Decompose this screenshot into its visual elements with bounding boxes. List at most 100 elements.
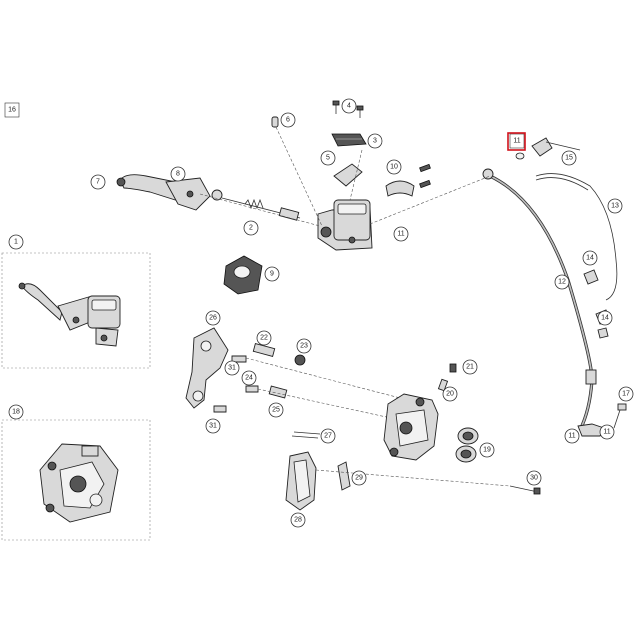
callout-number: 4 — [347, 103, 351, 110]
clamp-10 — [385, 163, 431, 197]
callout-marker — [597, 310, 613, 326]
callout-marker — [351, 470, 367, 486]
callout-20: 20 — [442, 386, 458, 402]
callout-number: 9 — [270, 271, 274, 278]
callout-marker — [264, 266, 280, 282]
callout-29: 29 — [351, 470, 367, 486]
callout-number: 29 — [355, 475, 363, 482]
callout-15: 15 — [561, 150, 577, 166]
callout-marker — [320, 150, 336, 166]
callout-14: 14 — [582, 250, 598, 266]
callout-8: 8 — [170, 166, 186, 182]
callout-number: 23 — [300, 343, 308, 350]
inset-caliper-assembly — [39, 443, 119, 523]
pushrod — [211, 189, 301, 221]
callout-marker — [205, 418, 221, 434]
caliper-body — [383, 393, 439, 461]
callout-marker — [4, 102, 20, 118]
callout-number: 8 — [176, 171, 180, 178]
hose-clips — [583, 269, 611, 339]
callout-11: 11 — [564, 428, 580, 444]
callout-number: 14 — [586, 255, 594, 262]
callout-number: 22 — [260, 335, 268, 342]
brake-pad — [285, 451, 317, 511]
banjo-fitting-top — [515, 137, 581, 160]
callout-marker — [442, 386, 458, 402]
reservoir-cap-parts — [331, 100, 367, 187]
callout-marker — [90, 174, 106, 190]
callout-marker — [367, 133, 383, 149]
callout-number: 17 — [622, 391, 630, 398]
callout-marker — [599, 424, 615, 440]
callout-3: 3 — [367, 133, 383, 149]
callout-12: 12 — [554, 274, 570, 290]
bracket-bolts-and-bushings — [213, 342, 401, 421]
caliper-bracket — [185, 327, 229, 409]
callout-marker — [341, 98, 357, 114]
callout-31: 31 — [224, 360, 240, 376]
callout-marker — [607, 198, 623, 214]
callout-marker — [256, 330, 272, 346]
callout-27: 27 — [320, 428, 336, 444]
callout-marker — [618, 386, 634, 402]
callout-11: 11 — [509, 133, 525, 149]
pad-shim — [337, 461, 351, 491]
callout-5: 5 — [320, 150, 336, 166]
callout-marker — [241, 370, 257, 386]
highlight-box — [507, 132, 526, 151]
callout-marker — [243, 220, 259, 236]
callout-number: 25 — [272, 407, 280, 414]
callout-22: 22 — [256, 330, 272, 346]
callout-14: 14 — [597, 310, 613, 326]
callout-28: 28 — [290, 512, 306, 528]
assembly-guide-lines — [199, 149, 491, 227]
callout-marker — [564, 428, 580, 444]
boot-9 — [223, 255, 263, 295]
callout-marker — [290, 512, 306, 528]
brake-hose — [482, 168, 605, 437]
callout-marker — [526, 470, 542, 486]
callout-marker — [280, 112, 296, 128]
callout-6: 6 — [280, 112, 296, 128]
callout-30: 30 — [526, 470, 542, 486]
callout-13: 13 — [607, 198, 623, 214]
callout-number: 31 — [228, 365, 236, 372]
callout-marker — [561, 150, 577, 166]
callout-number: 15 — [565, 155, 573, 162]
brake-lever — [116, 174, 211, 211]
callout-2: 2 — [243, 220, 259, 236]
spring-clip — [291, 431, 321, 439]
callout-31: 31 — [205, 418, 221, 434]
callout-number: 1 — [14, 239, 18, 246]
callout-number: 6 — [286, 117, 290, 124]
callout-10: 10 — [386, 159, 402, 175]
callout-number: 21 — [466, 364, 474, 371]
callout-marker — [554, 274, 570, 290]
callout-labels: 1611846357829101111151312141426222331312… — [4, 98, 634, 528]
callout-number: 19 — [483, 447, 491, 454]
pin-17 — [613, 403, 627, 429]
callout-9: 9 — [264, 266, 280, 282]
callout-marker — [170, 166, 186, 182]
callout-17: 17 — [618, 386, 634, 402]
callout-marker — [479, 442, 495, 458]
callout-marker — [224, 360, 240, 376]
callout-1: 1 — [8, 234, 24, 250]
callout-number: 24 — [245, 375, 253, 382]
callout-number: 26 — [209, 315, 217, 322]
callout-25: 25 — [268, 402, 284, 418]
callout-number: 5 — [326, 155, 330, 162]
callout-19: 19 — [479, 442, 495, 458]
callout-number: 18 — [12, 409, 20, 416]
master-cylinder — [317, 199, 373, 251]
callout-18: 18 — [8, 404, 24, 420]
callout-number: 7 — [96, 179, 100, 186]
callout-marker — [386, 159, 402, 175]
inset-lever-assembly — [18, 282, 121, 347]
callout-marker — [205, 310, 221, 326]
callout-number: 11 — [568, 433, 575, 440]
sensor-cable — [535, 173, 618, 301]
callout-11: 11 — [393, 226, 409, 242]
callout-number: 28 — [294, 517, 302, 524]
callout-marker — [462, 359, 478, 375]
